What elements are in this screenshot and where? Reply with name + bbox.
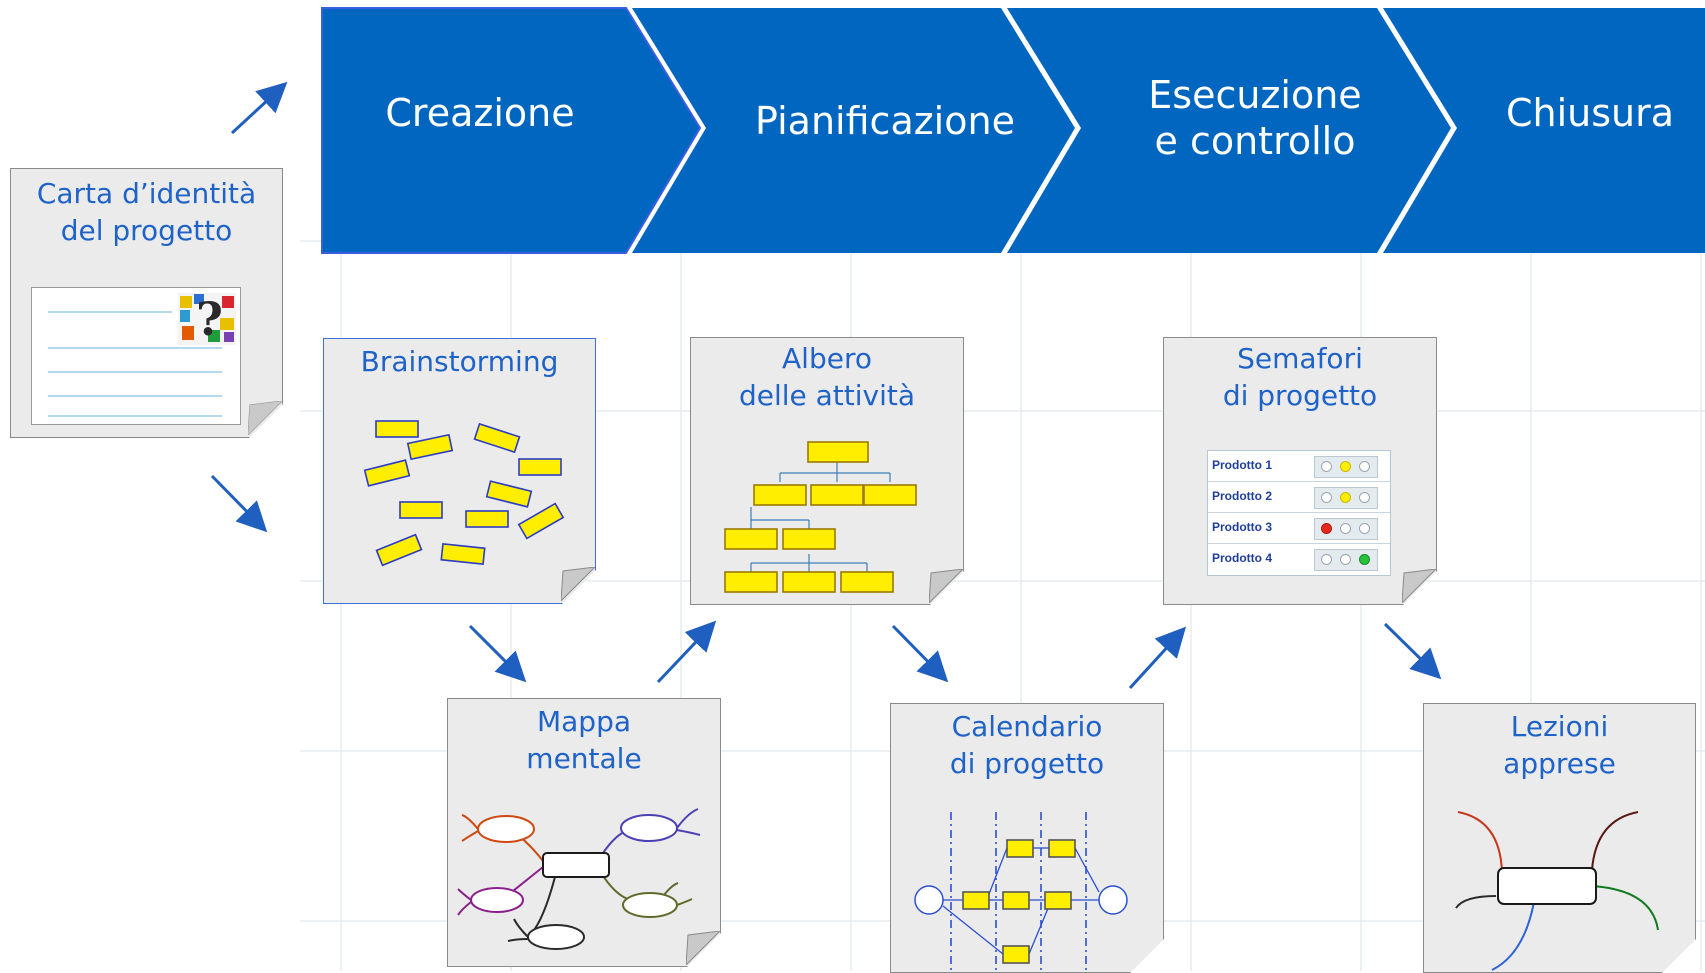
card-title: Semafori di progetto bbox=[1222, 342, 1378, 412]
product-label: Prodotto 2 bbox=[1212, 489, 1272, 503]
card-mappa-mentale: Mappa mentale bbox=[447, 698, 721, 967]
arrow-calendario-to-semafori bbox=[1128, 626, 1187, 690]
network-diagram-illustration bbox=[891, 808, 1163, 972]
phase-label-pianificazione: Pianificazione bbox=[755, 99, 1015, 143]
product-label: Prodotto 3 bbox=[1212, 520, 1272, 534]
arrow-albero-to-calendario bbox=[891, 624, 949, 683]
task-tree-illustration bbox=[691, 438, 963, 604]
arrow-carta-to-brainstorming bbox=[210, 474, 268, 533]
card-title: Brainstorming bbox=[360, 345, 559, 378]
traffic-light-icon bbox=[1314, 549, 1378, 571]
phase-label-esecuzione: Esecuzione e controllo bbox=[1148, 73, 1362, 163]
card-curl-albero bbox=[929, 569, 963, 603]
traffic-light-icon bbox=[1314, 456, 1378, 478]
arrow-brainstorming-to-mappa bbox=[468, 624, 527, 683]
product-label: Prodotto 1 bbox=[1212, 458, 1272, 472]
mind-map-illustration bbox=[448, 789, 720, 966]
table-row: Prodotto 4 bbox=[1208, 544, 1390, 574]
card-title: Calendario di progetto bbox=[949, 710, 1105, 780]
phase-chevron-pianificazione bbox=[632, 8, 1075, 253]
card-title: Lezioni apprese bbox=[1503, 710, 1616, 780]
question-puzzle-icon: ? bbox=[178, 292, 236, 346]
card-curl-semafori bbox=[1402, 569, 1436, 603]
phase-chevron-esecuzione bbox=[1007, 8, 1451, 253]
phase-label-chiusura: Chiusura bbox=[1505, 91, 1675, 135]
card-lezioni-apprese: Lezioni apprese bbox=[1423, 703, 1696, 973]
card-albero-attivita: Albero delle attività bbox=[690, 337, 964, 605]
phase-chevron-chiusura bbox=[1383, 8, 1705, 253]
card-carta-identita: Carta d’identità del progetto ? bbox=[10, 168, 283, 438]
card-brainstorming: Brainstorming bbox=[323, 338, 596, 604]
table-row: Prodotto 2 bbox=[1208, 482, 1390, 513]
card-title: Carta d’identità del progetto bbox=[36, 177, 257, 247]
phase-chevron-creazione bbox=[321, 7, 702, 254]
svg-text:?: ? bbox=[196, 292, 223, 346]
arrow-semafori-to-lezioni bbox=[1383, 622, 1442, 680]
arrow-mappa-to-albero bbox=[656, 620, 717, 684]
arrow-carta-to-creazione bbox=[230, 81, 288, 135]
card-title: Albero delle attività bbox=[738, 342, 916, 412]
phase-label-creazione: Creazione bbox=[385, 91, 575, 135]
traffic-light-table: Prodotto 1 Prodotto 2 Prodotto 3 bbox=[1207, 450, 1391, 576]
card-calendario: Calendario di progetto bbox=[890, 703, 1164, 973]
traffic-light-icon bbox=[1314, 518, 1378, 540]
table-row: Prodotto 3 bbox=[1208, 513, 1390, 544]
card-title: Mappa mentale bbox=[526, 705, 642, 775]
card-curl-mappa bbox=[686, 931, 720, 965]
table-row: Prodotto 1 bbox=[1208, 451, 1390, 482]
card-curl-carta bbox=[248, 401, 282, 435]
card-semafori: Semafori di progetto Prodotto 1 Prodotto… bbox=[1163, 337, 1437, 605]
traffic-light-icon bbox=[1314, 487, 1378, 509]
document-lines: ? bbox=[32, 288, 240, 424]
sticky-notes-illustration bbox=[324, 399, 595, 599]
lessons-map-illustration bbox=[1424, 804, 1695, 972]
document-preview: ? bbox=[31, 287, 241, 425]
card-curl-brainstorming bbox=[561, 567, 595, 601]
product-label: Prodotto 4 bbox=[1212, 551, 1272, 565]
